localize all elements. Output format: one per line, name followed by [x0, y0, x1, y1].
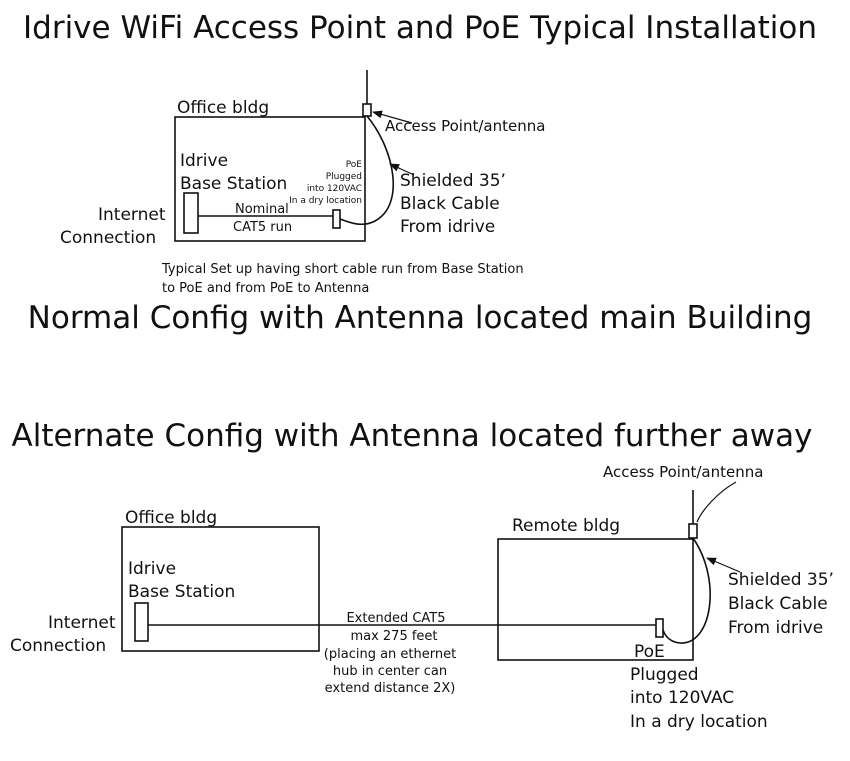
normal-typical-note-1: Typical Set up having short cable run fr… [161, 262, 524, 277]
normal-internet-label-2: Connection [60, 228, 156, 248]
normal-config: Office bldg Idrive Base Station Internet… [28, 70, 813, 336]
alternate-base-station-unit [134, 602, 149, 642]
normal-cable-label-1: Nominal [235, 202, 289, 217]
normal-shielded-label-3: From idrive [400, 217, 495, 237]
alternate-extended-note-5: extend distance 2X) [325, 681, 456, 696]
normal-access-point-unit [362, 103, 372, 117]
alternate-extended-note-1: Extended CAT5 [346, 611, 445, 626]
normal-internet-label-1: Internet [98, 205, 166, 225]
normal-poe-unit [332, 209, 341, 229]
alternate-shielded-label-2: Black Cable [728, 594, 828, 614]
alternate-ap-leader [696, 481, 737, 523]
alternate-config-heading: Alternate Config with Antenna located fu… [12, 418, 813, 454]
page-title: Idrive WiFi Access Point and PoE Typical… [23, 10, 817, 46]
normal-access-point-label: Access Point/antenna [385, 117, 545, 135]
alternate-internet-label-2: Connection [10, 636, 106, 656]
alternate-poe-label-2: Plugged [630, 665, 699, 685]
alternate-access-point-unit [688, 523, 698, 539]
normal-shielded-label-1: Shielded 35’ [400, 171, 506, 191]
normal-ap-arrow [372, 110, 413, 124]
alternate-poe-label: PoE [634, 642, 665, 662]
alternate-shielded-label-1: Shielded 35’ [728, 570, 834, 590]
alternate-remote-building [497, 538, 694, 661]
normal-base-station-label-1: Idrive [180, 151, 228, 171]
alternate-shielded-label-3: From idrive [728, 618, 823, 638]
alternate-access-point-label: Access Point/antenna [603, 463, 763, 481]
alternate-config: Alternate Config with Antenna located fu… [10, 418, 834, 732]
alternate-extended-note-4: hub in center can [333, 664, 447, 679]
normal-cable-label-2: CAT5 run [233, 220, 292, 235]
normal-poe-note-2: Plugged [326, 172, 362, 182]
normal-poe-note-3: into 120VAC [307, 184, 362, 194]
normal-base-station-label-2: Base Station [180, 174, 287, 194]
normal-base-station-unit [183, 192, 199, 234]
normal-shielded-label-2: Black Cable [400, 194, 500, 214]
normal-config-heading: Normal Config with Antenna located main … [28, 300, 813, 336]
normal-typical-note-2: to PoE and from PoE to Antenna [162, 281, 369, 296]
normal-office-label: Office bldg [177, 98, 269, 118]
alternate-poe-label-4: In a dry location [630, 712, 768, 732]
alternate-base-station-label-1: Idrive [128, 559, 176, 579]
normal-poe-note-1: PoE [346, 160, 363, 170]
alternate-office-label: Office bldg [125, 508, 217, 528]
alternate-internet-label-1: Internet [48, 613, 116, 633]
alternate-shielded-arrow [706, 557, 741, 573]
alternate-poe-unit [655, 618, 664, 638]
alternate-poe-label-3: into 120VAC [630, 688, 734, 708]
alternate-base-station-label-2: Base Station [128, 582, 235, 602]
alternate-shielded-cable [662, 537, 711, 644]
alternate-office-building [121, 526, 320, 652]
alternate-extended-note-3: (placing an ethernet [324, 647, 456, 662]
normal-poe-note-4: In a dry location [289, 196, 362, 206]
alternate-remote-label: Remote bldg [512, 516, 620, 536]
normal-shielded-arrow [389, 163, 415, 176]
alternate-extended-note-2: max 275 feet [350, 629, 437, 644]
normal-shielded-cable [339, 115, 395, 226]
